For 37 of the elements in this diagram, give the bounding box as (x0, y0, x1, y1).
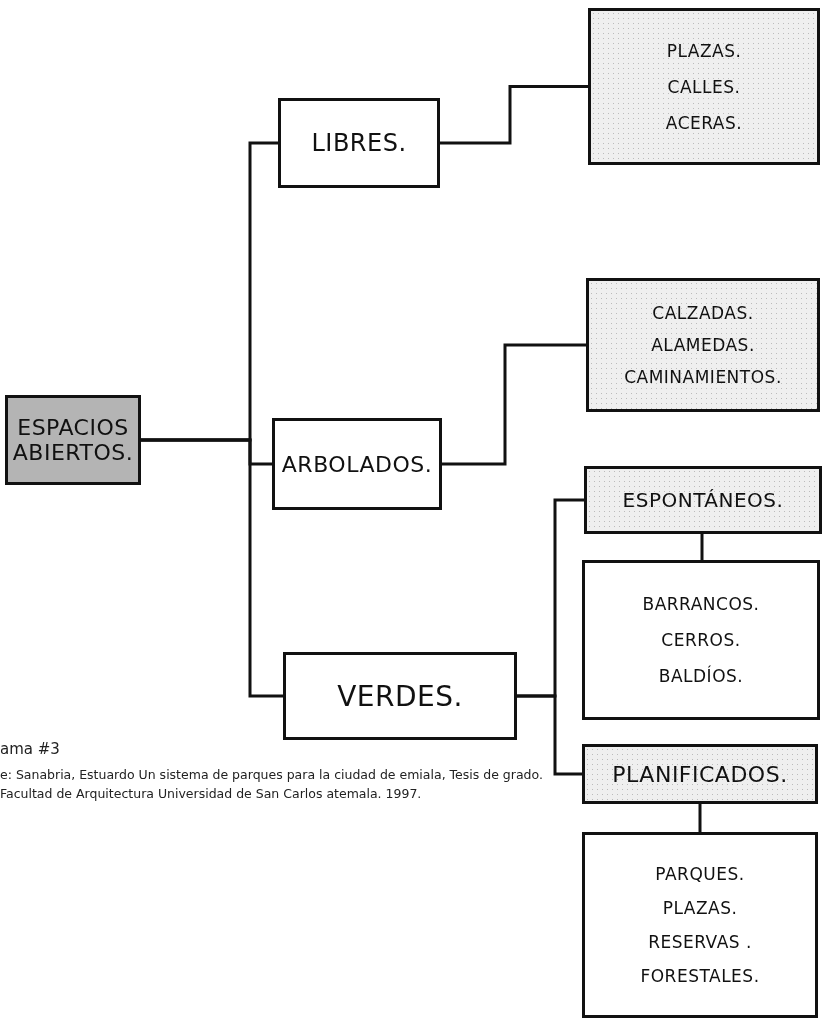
category-box (278, 98, 440, 188)
node-text: PLAZAS. (662, 898, 738, 918)
node-text: PARQUES. (655, 864, 745, 884)
connector-line (442, 343, 586, 466)
node-text: LIBRES. (311, 129, 407, 157)
node-text: ALAMEDAS. (651, 335, 755, 355)
connector-line (700, 534, 704, 560)
category-box (283, 652, 517, 740)
connector-line (141, 438, 283, 698)
node-text: BALDÍOS. (658, 666, 744, 686)
connector-line (517, 694, 582, 776)
category-box (582, 832, 818, 1018)
node-text: ESPACIOS ABIERTOS. (11, 415, 135, 465)
node-text: CALLES. (667, 76, 741, 97)
category-box (586, 278, 820, 412)
connector-line (698, 804, 702, 832)
node-text: ARBOLADOS. (281, 451, 433, 477)
category-box (588, 8, 820, 165)
node-text: CAMINAMIENTOS. (624, 367, 782, 387)
node-text: BARRANCOS. (642, 594, 760, 614)
node-text: RESERVAS . (648, 932, 752, 952)
node-text: FORESTALES. (640, 966, 760, 986)
category-box (584, 466, 822, 534)
category-box (582, 744, 818, 804)
node-text: ESPONTÁNEOS. (622, 488, 784, 512)
category-box (5, 395, 141, 485)
node-text: PLANIFICADOS. (612, 761, 788, 787)
category-box (272, 418, 442, 510)
figure-number: ama #3 (0, 739, 61, 760)
node-text: VERDES. (337, 679, 463, 713)
node-text: CALZADAS. (652, 303, 754, 323)
node-text: PLAZAS. (666, 40, 742, 61)
node-text: CERROS. (661, 630, 741, 650)
node-text: ACERAS. (665, 112, 743, 133)
category-box (582, 560, 820, 720)
source-note: e: Sanabria, Estuardo Un sistema de parques para la ciudad de emiala, Tesis de grado. Facultad de Arquitectura Universidad de San Carlos atemala. 1997. (0, 766, 544, 803)
connector-line (440, 85, 588, 145)
